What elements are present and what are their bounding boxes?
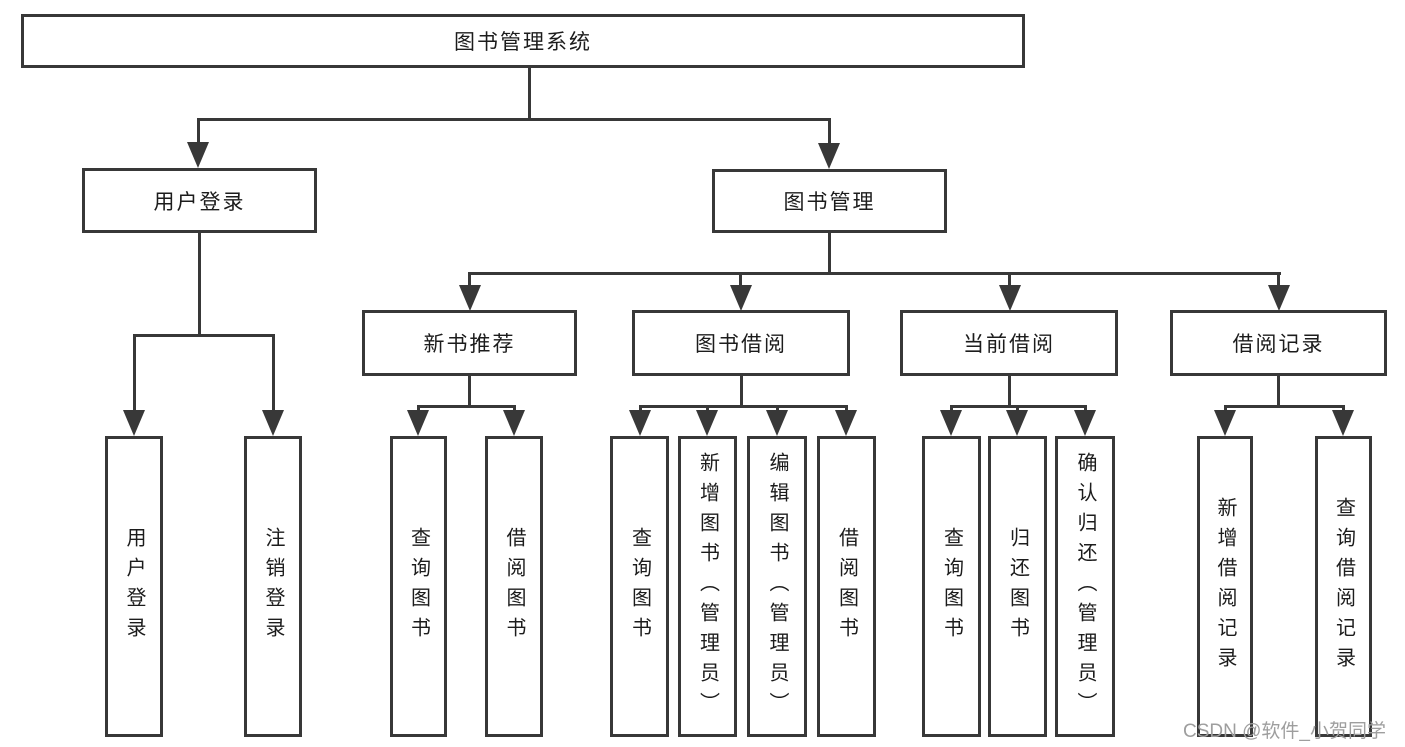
leaf-edit-books-admin: 编辑图书（管理员） <box>747 436 807 737</box>
connector-line <box>468 376 471 407</box>
leaf-label: 借阅图书 <box>503 526 525 647</box>
arrowhead-icon <box>459 285 481 311</box>
connector-line <box>513 405 516 414</box>
node-label: 图书管理 <box>783 191 876 214</box>
leaf-add-books-admin: 新增图书（管理员） <box>678 436 737 737</box>
connector-line <box>133 334 275 337</box>
leaf-label: 查询图书 <box>628 526 651 647</box>
connector-line <box>1277 376 1280 407</box>
arrowhead-icon <box>835 410 857 436</box>
connector-line <box>1008 272 1011 288</box>
connector-line <box>417 405 420 414</box>
node-library-system: 图书管理系统 <box>21 14 1025 68</box>
arrowhead-icon <box>503 410 525 436</box>
node-book-management: 图书管理 <box>712 169 947 233</box>
node-label: 借阅记录 <box>1232 333 1325 356</box>
connector-line <box>468 272 471 288</box>
leaf-label: 查询借阅记录 <box>1332 496 1355 677</box>
arrowhead-icon <box>940 410 962 436</box>
leaf-label: 新增图书（管理员） <box>696 451 719 722</box>
connector-line <box>1342 405 1345 414</box>
arrowhead-icon <box>1006 410 1028 436</box>
arrowhead-icon <box>1332 410 1354 436</box>
arrowhead-icon <box>818 143 840 169</box>
connector-line <box>740 376 743 407</box>
leaf-label: 查询图书 <box>940 526 963 647</box>
connector-line <box>197 118 831 121</box>
connector-line <box>828 118 831 146</box>
leaf-recommend-borrow-books: 借阅图书 <box>485 436 543 737</box>
leaf-label: 新增借阅记录 <box>1214 496 1236 677</box>
watermark: CSDN @软件_小贺同学 <box>1183 721 1386 742</box>
connector-line <box>133 334 136 412</box>
arrowhead-icon <box>629 410 651 436</box>
leaf-label: 确认归还（管理员） <box>1074 451 1096 722</box>
connector-line <box>528 68 531 120</box>
leaf-label: 注销登录 <box>262 526 284 647</box>
connector-line <box>706 405 709 414</box>
arrowhead-icon <box>1214 410 1236 436</box>
connector-line <box>828 233 831 274</box>
arrowhead-icon <box>407 410 429 436</box>
connector-line <box>639 405 642 414</box>
connector-line <box>197 118 200 146</box>
arrowhead-icon <box>123 410 145 436</box>
connector-line <box>950 405 953 414</box>
arrowhead-icon <box>187 142 209 168</box>
node-label: 用户登录 <box>153 190 246 214</box>
connector-line <box>639 405 848 408</box>
leaf-return-books: 归还图书 <box>988 436 1047 737</box>
leaf-add-borrow-record: 新增借阅记录 <box>1197 436 1253 737</box>
connector-line <box>469 272 1281 275</box>
leaf-recommend-query-books: 查询图书 <box>390 436 447 737</box>
leaf-borrow-query-books: 查询图书 <box>610 436 669 737</box>
connector-line <box>739 272 742 288</box>
leaf-current-query-books: 查询图书 <box>922 436 981 737</box>
arrowhead-icon <box>999 285 1021 311</box>
connector-line <box>1277 272 1280 288</box>
leaf-query-borrow-record: 查询借阅记录 <box>1315 436 1372 737</box>
leaf-logout: 注销登录 <box>244 436 302 737</box>
node-new-book-recommend: 新书推荐 <box>362 310 577 376</box>
leaf-confirm-return-admin: 确认归还（管理员） <box>1055 436 1115 737</box>
connector-line <box>1224 405 1227 414</box>
node-borrow-records: 借阅记录 <box>1170 310 1387 376</box>
leaf-label: 编辑图书（管理员） <box>766 451 788 722</box>
arrowhead-icon <box>1268 285 1290 311</box>
arrowhead-icon <box>696 410 718 436</box>
node-book-borrow: 图书借阅 <box>632 310 850 376</box>
leaf-borrow-books: 借阅图书 <box>817 436 876 737</box>
arrowhead-icon <box>262 410 284 436</box>
node-label: 图书借阅 <box>695 333 787 356</box>
connector-line <box>1016 405 1019 414</box>
arrowhead-icon <box>766 410 788 436</box>
leaf-label: 查询图书 <box>407 526 430 647</box>
node-label: 图书管理系统 <box>454 31 592 54</box>
connector-line <box>1084 405 1087 414</box>
connector-line <box>1224 405 1345 408</box>
leaf-label: 用户登录 <box>123 526 145 647</box>
arrowhead-icon <box>730 285 752 311</box>
connector-line <box>1008 376 1011 407</box>
node-label: 新书推荐 <box>423 333 516 356</box>
leaf-label: 归还图书 <box>1006 526 1029 647</box>
node-user-login: 用户登录 <box>82 168 317 233</box>
node-current-borrow: 当前借阅 <box>900 310 1118 376</box>
leaf-label: 借阅图书 <box>835 526 858 647</box>
connector-line <box>845 405 848 414</box>
connector-line <box>776 405 779 414</box>
leaf-user-login: 用户登录 <box>105 436 163 737</box>
connector-line <box>417 405 516 408</box>
connector-line <box>198 233 201 336</box>
connector-line <box>272 334 275 412</box>
arrowhead-icon <box>1074 410 1096 436</box>
node-label: 当前借阅 <box>963 333 1055 356</box>
